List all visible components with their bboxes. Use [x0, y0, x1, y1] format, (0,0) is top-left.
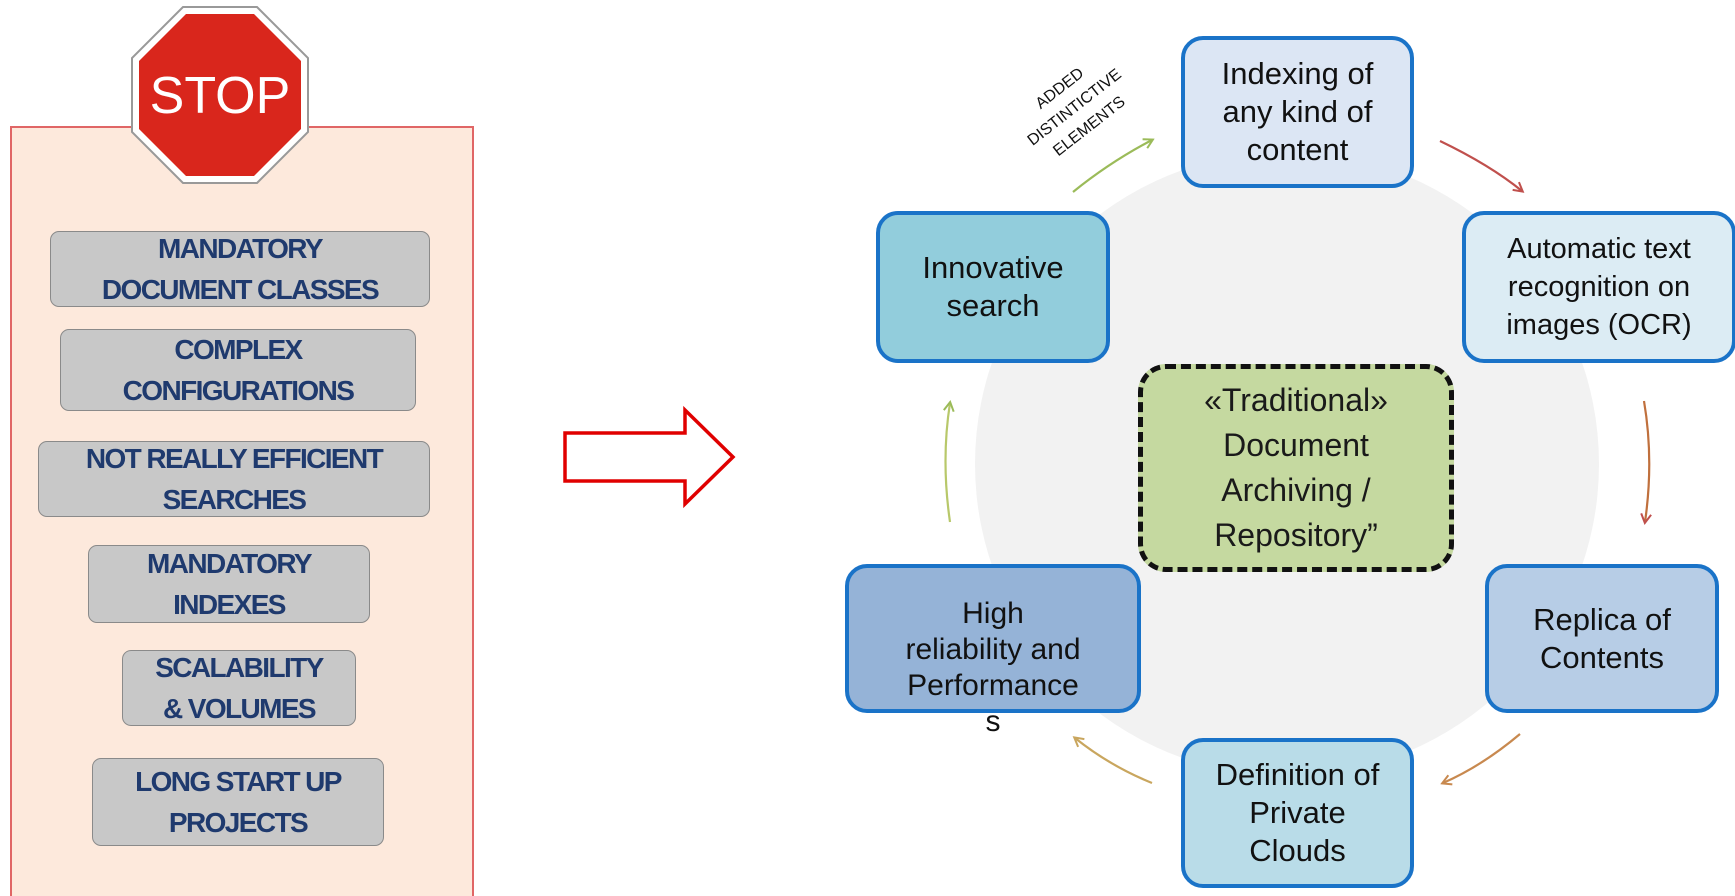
node-indexing: Indexing of any kind of content — [1181, 36, 1414, 188]
issue-long-startup-projects: LONG START UP PROJECTS — [92, 758, 384, 846]
node-reliability: High reliability and Performance s — [845, 564, 1141, 738]
issue-mandatory-document-classes: MANDATORY DOCUMENT CLASSES — [50, 231, 430, 307]
node-private-clouds: Definition of Private Clouds — [1181, 738, 1414, 888]
center-traditional-archiving: «Traditional» Document Archiving / Repos… — [1138, 364, 1454, 572]
node-replica: Replica of Contents — [1485, 564, 1719, 713]
cycle-arrow-clouds-to-reliability — [1075, 738, 1153, 785]
issue-inefficient-searches: NOT REALLY EFFICIENT SEARCHES — [38, 441, 430, 517]
issue-mandatory-indexes: MANDATORY INDEXES — [88, 545, 370, 623]
stop-text: STOP — [150, 67, 291, 125]
cycle-arrow-ocr-to-replica — [1644, 400, 1649, 522]
issue-scalability-volumes: SCALABILITY & VOLUMES — [122, 650, 356, 726]
right-arrow-icon — [563, 405, 736, 509]
node-ocr: Automatic text recognition on images (OC… — [1462, 211, 1735, 363]
cycle-arrow-replica-to-clouds — [1443, 733, 1521, 783]
cycle-arrow-indexing-to-ocr — [1439, 140, 1522, 191]
node-innovative-search: Innovative search — [876, 211, 1110, 363]
cycle-arrow-search-to-indexing — [1072, 140, 1152, 193]
stop-sign-icon: STOP — [131, 6, 309, 184]
issue-complex-configurations: COMPLEX CONFIGURATIONS — [60, 329, 416, 411]
cycle-arrow-reliability-to-search — [946, 403, 951, 523]
